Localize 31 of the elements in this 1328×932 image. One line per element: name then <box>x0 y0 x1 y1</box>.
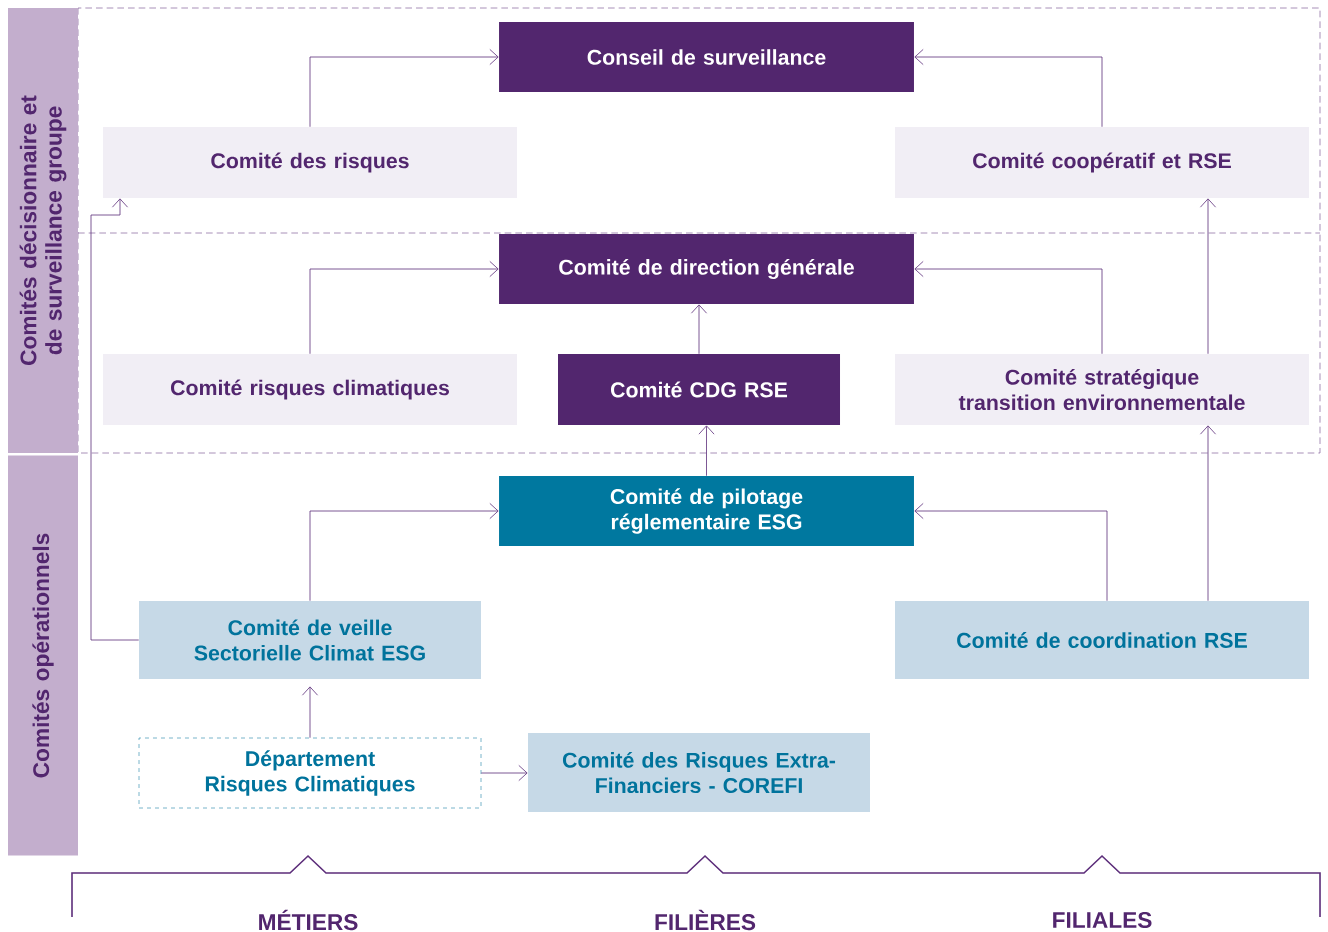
arrow <box>691 304 707 355</box>
committee-box: Comité CDG RSE <box>558 354 840 425</box>
arrow <box>309 503 499 602</box>
committee-box: Comité stratégique transition environnementale <box>895 354 1309 425</box>
arrow <box>1200 198 1216 355</box>
arrow <box>480 765 528 781</box>
committee-box: Comité de veille Sectorielle Climat ESG <box>139 601 481 679</box>
node-label: Comités opérationnels <box>32 533 54 778</box>
committee-box: Comité des risques <box>103 127 517 198</box>
committee-box: Conseil de surveillance <box>499 22 914 92</box>
arrow <box>1200 425 1216 602</box>
arrow <box>914 503 1108 602</box>
committee-box: Comité de coordination RSE <box>895 601 1309 679</box>
arrow <box>309 261 499 355</box>
column-label: MÉTIERS <box>259 909 358 931</box>
arrow <box>698 425 715 477</box>
committee-box: Comité de pilotage réglementaire ESG <box>499 476 914 546</box>
arrow <box>914 261 1103 355</box>
arrow <box>914 49 1103 128</box>
column-label: FILIALES <box>1053 912 1152 929</box>
arrow <box>302 686 318 739</box>
department-box: Département Risques Climatiques <box>138 737 482 809</box>
committee-box: Comité coopératif et RSE <box>895 127 1309 198</box>
arrow <box>309 49 499 128</box>
committee-box: Comité de direction générale <box>499 234 914 304</box>
side-band: Comités décisionnaire et de surveillance groupe <box>8 7 78 454</box>
committee-box: Comité des Risques Extra-Financiers - COREFI <box>528 733 870 812</box>
arrow <box>90 198 140 641</box>
column-label: FILIÈRES <box>655 909 756 931</box>
committee-box: Comité risques climatiques <box>103 354 517 425</box>
side-band: Comités opérationnels <box>8 455 78 856</box>
